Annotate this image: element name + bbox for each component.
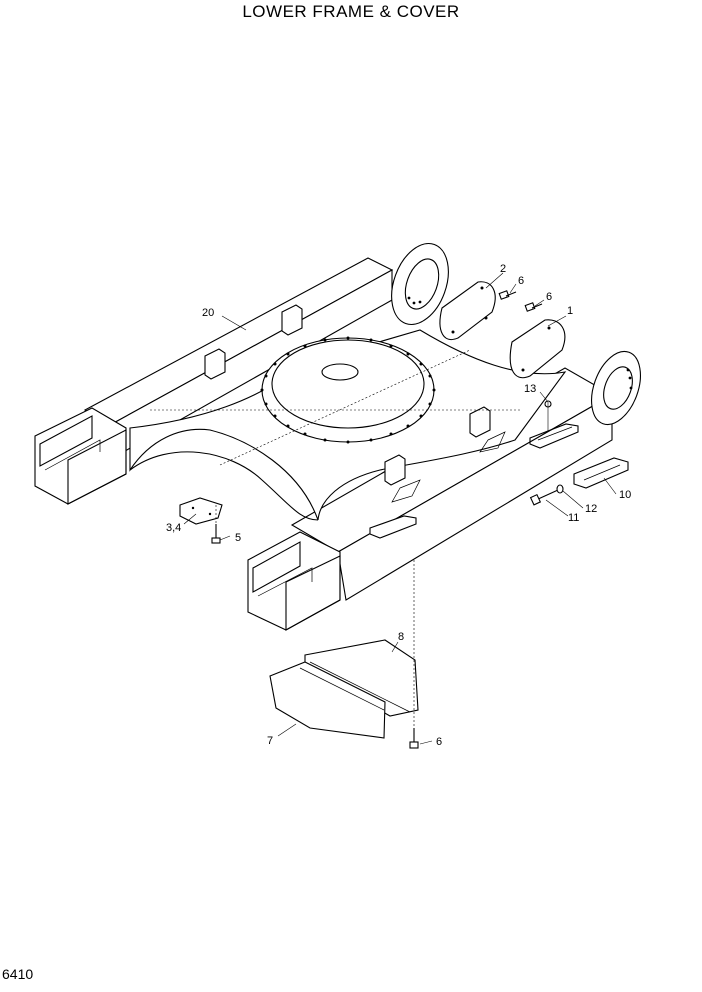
bolt-6-upper-a — [498, 290, 517, 300]
bolt-6-upper-b — [524, 302, 543, 312]
callout-label-7: 7 — [267, 735, 273, 747]
callout-label-5: 5 — [235, 532, 241, 544]
step-handle — [369, 515, 417, 539]
callout-label-10: 10 — [619, 489, 631, 501]
cover-part-8 — [304, 639, 419, 717]
bolt-11 — [529, 489, 559, 506]
callout-label-1: 1 — [567, 305, 573, 317]
callout-label-12: 12 — [585, 503, 597, 515]
page-number: 6410 — [2, 966, 34, 982]
bolt-6-lower — [409, 728, 419, 749]
callout-label-8: 8 — [398, 631, 404, 643]
callout-label-6: 6 — [518, 275, 524, 287]
callout-labels: 1 2 6 6 20 13 10 12 11 3,4 5 8 7 6 — [166, 263, 631, 748]
cover-part-3-4 — [179, 497, 223, 525]
callout-label-6: 6 — [436, 736, 442, 748]
cover-part-1 — [509, 319, 566, 379]
step-handle-10 — [573, 457, 629, 489]
callout-label-3-4: 3,4 — [166, 522, 181, 534]
callout-leaders — [183, 272, 617, 745]
cover-part-2 — [439, 281, 496, 340]
lower-frame — [34, 242, 641, 631]
callout-label-2: 2 — [500, 263, 506, 275]
callout-label-11: 11 — [568, 512, 579, 524]
step-handle-13 — [529, 400, 579, 449]
page-title: LOWER FRAME & COVER — [242, 2, 460, 21]
callout-label-13: 13 — [524, 383, 536, 395]
callout-label-20: 20 — [202, 307, 214, 319]
callout-label-6: 6 — [546, 291, 552, 303]
bolt-holes — [260, 336, 436, 444]
bolt-5 — [211, 524, 221, 544]
washer-12 — [556, 484, 564, 494]
cover-part-7 — [269, 661, 386, 739]
